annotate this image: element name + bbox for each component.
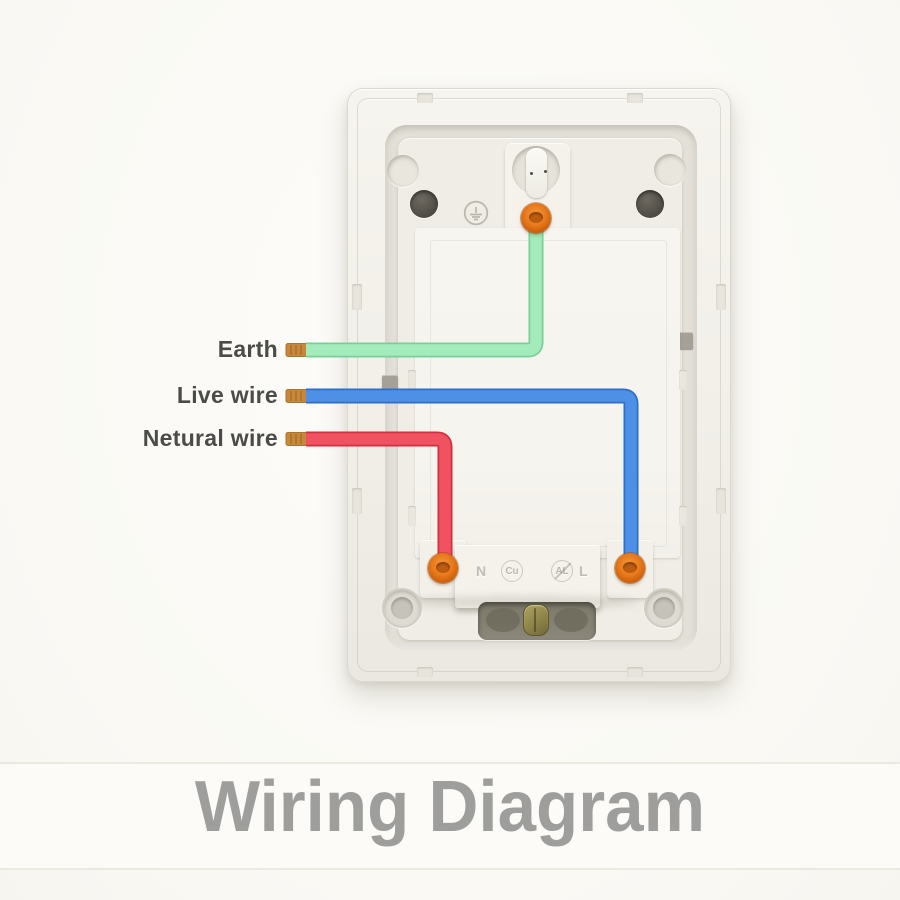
keyhole-slot-top-right bbox=[654, 154, 686, 186]
frame-notch bbox=[627, 667, 643, 677]
mounting-hole-top-right bbox=[636, 190, 664, 218]
slot-cavity bbox=[554, 608, 588, 632]
marking-aluminum: AL bbox=[555, 565, 569, 577]
live-wire-copper-tip bbox=[285, 389, 308, 403]
plate-bevel bbox=[357, 98, 721, 672]
latch-tab-right bbox=[677, 332, 693, 349]
mounting-hole-top-left bbox=[410, 190, 438, 218]
label-earth: Earth bbox=[217, 336, 278, 362]
module-seam bbox=[430, 240, 667, 547]
marking-copper: Cu bbox=[505, 565, 519, 577]
keyhole-slot-top-left bbox=[387, 155, 419, 187]
clip-dot bbox=[544, 170, 547, 173]
screw-boss-bottom-left-hole bbox=[391, 597, 413, 619]
module-notch bbox=[408, 506, 416, 526]
frame-notch bbox=[352, 284, 362, 310]
screw-clip-icon bbox=[526, 148, 547, 198]
brass-screw-slot bbox=[534, 608, 536, 632]
screw-boss-bottom-left bbox=[382, 588, 422, 628]
marking-live: L bbox=[579, 563, 588, 579]
module-notch bbox=[679, 370, 687, 390]
frame-notch bbox=[417, 667, 433, 677]
earth-ground-icon bbox=[463, 200, 489, 226]
screw-boss-bottom-right-hole bbox=[653, 597, 675, 619]
frame-notch bbox=[417, 93, 433, 103]
neutral-wire-copper-tip bbox=[285, 432, 308, 446]
marking-no-aluminum-circle: AL bbox=[551, 560, 573, 582]
earth-wire-copper-tip bbox=[285, 343, 308, 357]
frame-notch bbox=[716, 488, 726, 514]
label-live-wire: Live wire bbox=[176, 382, 278, 408]
brass-screw-icon bbox=[523, 604, 549, 636]
label-neutral-wire: Netural wire bbox=[142, 425, 278, 451]
divider-bottom bbox=[0, 868, 900, 870]
latch-tab-left bbox=[382, 375, 398, 393]
terminal-tab-right bbox=[607, 540, 653, 598]
clip-dot bbox=[530, 172, 533, 175]
marking-copper-circle: Cu bbox=[501, 560, 523, 582]
frame-notch bbox=[627, 93, 643, 103]
divider-top bbox=[0, 762, 900, 764]
page-title: Wiring Diagram bbox=[194, 767, 706, 847]
title-band bbox=[0, 764, 900, 868]
marking-neutral: N bbox=[476, 563, 487, 579]
module-notch bbox=[408, 370, 416, 390]
wall-plate-back: N Cu AL L bbox=[347, 88, 731, 682]
slot-cavity bbox=[486, 608, 520, 632]
module-notch bbox=[679, 506, 687, 526]
frame-notch bbox=[716, 284, 726, 310]
frame-notch bbox=[352, 488, 362, 514]
